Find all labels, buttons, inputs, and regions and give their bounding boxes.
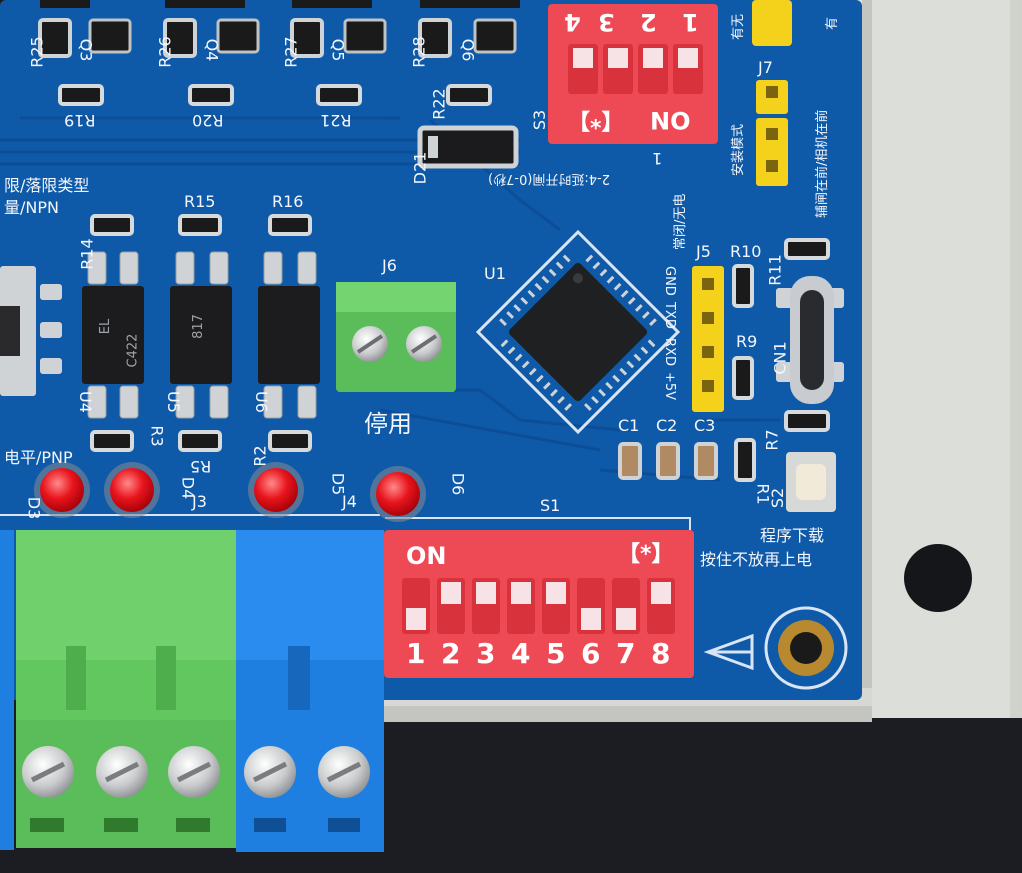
program-button-s2 (786, 452, 836, 512)
j5-pin-5v: +5V (662, 372, 677, 401)
label-r22: R22 (429, 88, 449, 120)
vertical-note: 常闭/无电 (673, 193, 688, 250)
disabled-label: 停用 (364, 410, 412, 438)
label-s3: S3 (530, 109, 550, 131)
left-note-1: 限/落限类型 (4, 176, 90, 195)
label-c2: C2 (656, 416, 678, 435)
s3-note-1: 1 (652, 149, 663, 168)
label-j6: J6 (382, 256, 397, 275)
label-d3: D3 (24, 496, 44, 520)
s1-num-2: 2 (441, 637, 461, 670)
j7-mode-text: 安装模式 (731, 123, 746, 176)
s3-num-3: 3 (598, 8, 615, 36)
s3-num-2: 2 (640, 8, 657, 36)
opto-chip-text-3: C422 (125, 333, 141, 368)
j5-pin-rxd: RXD (662, 338, 677, 366)
opto-chip-text-2: 817 (190, 314, 206, 339)
label-s2: S2 (768, 487, 788, 509)
label-c3: C3 (694, 416, 716, 435)
s1-num-6: 6 (581, 637, 601, 670)
label-d21: D21 (410, 151, 430, 185)
label-r15: R15 (184, 192, 216, 211)
label-r5: R5 (190, 457, 212, 476)
terminal-j4 (236, 530, 384, 852)
top-components (38, 0, 520, 106)
s3-num-4: 4 (564, 8, 581, 36)
s3-num-1: 1 (682, 8, 699, 36)
label-j5: J5 (696, 242, 711, 261)
label-r11: R11 (765, 254, 785, 286)
label-r27: R27 (281, 36, 301, 68)
label-j4: J4 (342, 492, 357, 511)
left-note-3: 电平/PNP (4, 448, 73, 467)
label-q4: Q4 (202, 38, 222, 62)
j7-top-text-1: 有无 (731, 13, 746, 40)
label-r16: R16 (272, 192, 304, 211)
label-s1: S1 (540, 496, 561, 515)
s1-star-label: 【*】 (618, 542, 674, 567)
diode-d21 (417, 125, 519, 169)
s1-num-5: 5 (546, 637, 566, 670)
label-r28: R28 (409, 36, 429, 68)
program-text-1: 程序下载 (760, 526, 825, 545)
j5-pin-txd: TXD (662, 302, 677, 329)
program-text-2: 按住不放再上电 (700, 550, 813, 569)
dip-switch-s1 (384, 530, 694, 678)
label-d6: D6 (448, 472, 468, 496)
s1-on-label: ON (406, 542, 447, 570)
label-u5: U5 (163, 391, 183, 413)
s3-on-label: ON (650, 106, 691, 134)
mounting-hole (904, 544, 972, 612)
label-r3: R3 (147, 425, 167, 447)
s1-num-1: 1 (406, 637, 426, 670)
label-r26: R26 (155, 36, 175, 68)
label-r10: R10 (730, 242, 762, 261)
s1-num-3: 3 (476, 637, 496, 670)
label-j7: J7 (758, 58, 773, 77)
right-resistors (732, 238, 830, 482)
label-u4: U4 (75, 391, 95, 413)
s1-num-8: 8 (651, 637, 671, 670)
label-u1: U1 (484, 264, 506, 283)
label-r2: R2 (250, 445, 270, 467)
capacitors (618, 442, 718, 480)
j7-top-text: 有 (825, 16, 840, 30)
s3-star-label: 【*】 (568, 107, 624, 132)
terminal-j3 (0, 530, 236, 850)
label-cn1: CN1 (770, 341, 790, 375)
label-q5: Q5 (328, 38, 348, 62)
header-j5 (692, 266, 724, 412)
s3-note-2: 2-4:延时开闸(0-7秒) (488, 171, 610, 186)
terminal-j6 (336, 282, 456, 392)
label-r20: R20 (192, 111, 224, 130)
s1-num-7: 7 (616, 637, 636, 670)
label-r19: R19 (64, 111, 96, 130)
label-r21: R21 (320, 111, 352, 130)
leds (34, 462, 426, 522)
optocouplers (82, 214, 320, 452)
label-r25: R25 (27, 36, 47, 68)
label-q6: Q6 (458, 38, 478, 62)
label-u6: U6 (251, 391, 271, 413)
j5-pin-gnd: GND (662, 266, 677, 296)
label-j3: J3 (192, 492, 207, 511)
s1-num-4: 4 (511, 637, 531, 670)
speaker-icon (703, 633, 754, 671)
label-r14: R14 (77, 238, 97, 270)
label-r9: R9 (736, 332, 758, 351)
dip-switch-s3 (548, 4, 718, 144)
audio-jack (764, 606, 848, 690)
opto-chip-text-1: EL (98, 318, 114, 335)
jumper-j7 (752, 0, 792, 186)
label-c1: C1 (618, 416, 640, 435)
j7-side-text: 辅闸在前/相机在前 (815, 109, 830, 218)
left-note-2: 量/NPN (4, 198, 59, 217)
slide-switch-left (0, 266, 62, 396)
label-q3: Q3 (76, 38, 96, 62)
usb-c-port (776, 276, 844, 404)
mcu-u1 (475, 229, 681, 435)
label-r7: R7 (762, 429, 782, 451)
